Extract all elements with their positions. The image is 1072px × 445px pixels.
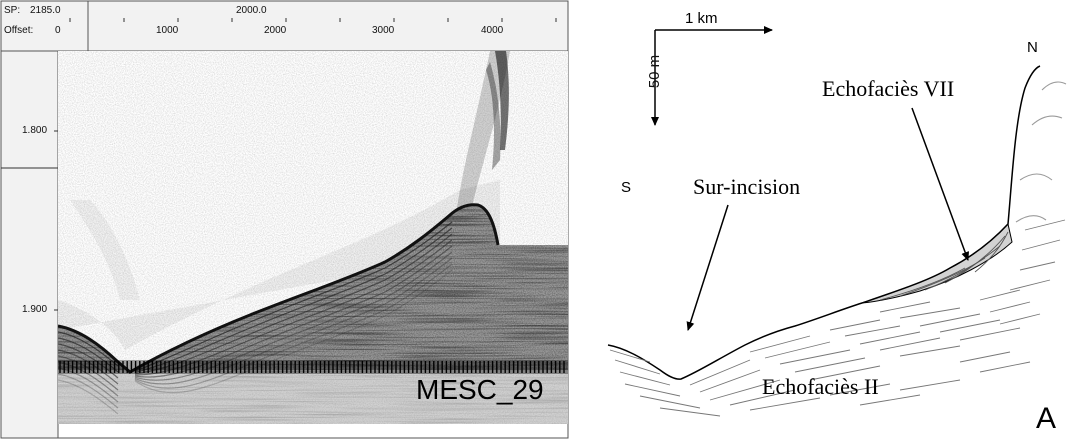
- echofacies-vii-wedge: [861, 222, 1013, 304]
- echofacies-ii-label: Echofaciès II: [762, 374, 879, 399]
- interpretation-panel: 1 km 50 m N S Sur-incision Echofaciès VI…: [580, 0, 1072, 445]
- offset-label: Offset:: [4, 25, 34, 36]
- profile-name-label: MESC_29: [416, 374, 544, 405]
- sp-label: SP:: [4, 5, 21, 16]
- panel-letter: A: [1036, 402, 1057, 435]
- offset-tick-4000: 4000: [481, 25, 504, 36]
- sur-incision-arrow: [686, 204, 729, 331]
- scale-vertical-label: 50 m: [646, 54, 664, 89]
- north-label: N: [1027, 39, 1038, 56]
- echofacies-vii-arrow: [911, 107, 969, 261]
- offset-tick-3000: 3000: [372, 25, 395, 36]
- seabed-profile-line: [607, 65, 1041, 380]
- interpretation-drawing: [607, 26, 1067, 417]
- sp-value: 2185.0: [30, 5, 61, 16]
- depth-tick-1900: 1.900: [22, 304, 48, 315]
- depth-tick-1800: 1.800: [22, 125, 48, 136]
- echofacies-vii-label: Echofaciès VII: [822, 76, 955, 101]
- seismic-profile-image: [0, 0, 569, 439]
- offset-tick-1000: 1000: [156, 25, 179, 36]
- offset-tick-2000: 2000: [264, 25, 287, 36]
- offset-tick-0: 0: [55, 25, 61, 36]
- scale-horizontal-label: 1 km: [685, 10, 718, 27]
- south-label: S: [621, 179, 632, 196]
- sp-next-value: 2000.0: [236, 5, 267, 16]
- seismic-profile-panel: SP: 2185.0 2000.0 Offset: 0 1000 2000 30…: [0, 0, 569, 439]
- sur-incision-label: Sur-incision: [693, 174, 801, 199]
